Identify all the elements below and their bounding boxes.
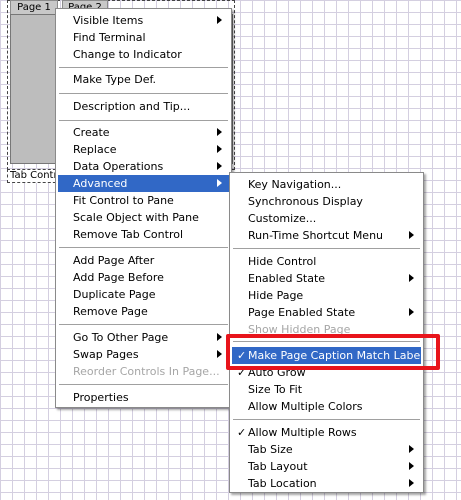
menu-separator bbox=[59, 93, 228, 95]
menu-item-label: Replace bbox=[73, 143, 117, 156]
submenu-arrow-icon bbox=[217, 162, 222, 170]
submenu-arrow-icon bbox=[409, 445, 414, 453]
menu-item-label: Advanced bbox=[73, 177, 128, 190]
menu-separator bbox=[233, 341, 420, 343]
menu-item-tab-size[interactable]: Tab Size bbox=[232, 441, 421, 458]
menu-item-remove-tab-control[interactable]: Remove Tab Control bbox=[73, 228, 184, 241]
tab-control-label: Tab Control bbox=[7, 169, 61, 183]
menu-item-scale-object-with-pane[interactable]: Scale Object with Pane bbox=[73, 211, 199, 224]
menu-item-create[interactable]: Create bbox=[58, 124, 229, 141]
tab-control-page-body[interactable] bbox=[10, 14, 56, 164]
highlight-callout-box bbox=[226, 334, 440, 370]
menu-item-change-to-indicator[interactable]: Change to Indicator bbox=[73, 48, 182, 61]
menu-item-key-navigation[interactable]: Key Navigation... bbox=[248, 178, 342, 191]
menu-item-duplicate-page[interactable]: Duplicate Page bbox=[73, 288, 156, 301]
submenu-arrow-icon bbox=[409, 308, 414, 316]
menu-item-enabled-state[interactable]: Enabled State bbox=[232, 270, 421, 287]
menu-item-label: Run-Time Shortcut Menu bbox=[248, 229, 384, 242]
menu-item-add-page-after[interactable]: Add Page After bbox=[73, 254, 155, 267]
menu-separator bbox=[59, 67, 228, 69]
menu-item-label: Data Operations bbox=[73, 160, 164, 173]
checkmark-icon: ✓ bbox=[237, 366, 247, 379]
checkmark-icon: ✓ bbox=[237, 349, 247, 362]
menu-item-label: Tab Location bbox=[248, 477, 317, 490]
menu-item-label: Make Page Caption Match Label bbox=[248, 349, 424, 362]
tab-page-1[interactable]: Page 1 bbox=[10, 0, 58, 14]
menu-separator bbox=[59, 247, 228, 249]
menu-item-synchronous-display[interactable]: Synchronous Display bbox=[248, 195, 363, 208]
menu-item-label: Allow Multiple Rows bbox=[248, 426, 357, 439]
menu-item-label: Page Enabled State bbox=[248, 306, 356, 319]
menu-item-allow-multiple-colors[interactable]: Allow Multiple Colors bbox=[248, 400, 363, 413]
submenu-arrow-icon bbox=[217, 350, 222, 358]
menu-item-label: Go To Other Page bbox=[73, 331, 169, 344]
context-menu: Visible Items Find Terminal Change to In… bbox=[55, 8, 232, 408]
menu-separator bbox=[233, 248, 420, 250]
menu-item-fit-control-to-pane[interactable]: Fit Control to Pane bbox=[73, 194, 174, 207]
menu-item-show-hidden-page: Show Hidden Page bbox=[248, 323, 351, 336]
menu-item-swap-pages[interactable]: Swap Pages bbox=[58, 346, 229, 363]
menu-item-find-terminal[interactable]: Find Terminal bbox=[73, 31, 146, 44]
menu-item-label: Tab Size bbox=[248, 443, 293, 456]
menu-item-label: Tab Layout bbox=[248, 460, 308, 473]
menu-separator bbox=[59, 120, 228, 122]
menu-item-customize[interactable]: Customize... bbox=[248, 212, 317, 225]
menu-item-remove-page[interactable]: Remove Page bbox=[73, 305, 148, 318]
advanced-submenu: Key Navigation... Synchronous Display Cu… bbox=[229, 172, 424, 493]
menu-item-tab-location[interactable]: Tab Location bbox=[232, 475, 421, 492]
menu-item-hide-page[interactable]: Hide Page bbox=[248, 289, 304, 302]
menu-item-data-operations[interactable]: Data Operations bbox=[58, 158, 229, 175]
menu-item-allow-multiple-rows[interactable]: ✓Allow Multiple Rows bbox=[232, 424, 421, 441]
menu-separator bbox=[59, 384, 228, 386]
menu-item-label: Swap Pages bbox=[73, 348, 139, 361]
menu-item-tab-layout[interactable]: Tab Layout bbox=[232, 458, 421, 475]
submenu-arrow-icon bbox=[217, 333, 222, 341]
menu-item-page-enabled-state[interactable]: Page Enabled State bbox=[232, 304, 421, 321]
menu-item-go-to-other-page[interactable]: Go To Other Page bbox=[58, 329, 229, 346]
menu-item-label: Visible Items bbox=[73, 14, 144, 27]
menu-item-reorder-controls-in-page: Reorder Controls In Page... bbox=[73, 365, 220, 378]
submenu-arrow-icon bbox=[217, 179, 222, 187]
checkmark-icon: ✓ bbox=[237, 426, 247, 439]
menu-item-label: Enabled State bbox=[248, 272, 326, 285]
menu-item-make-page-caption-match-label[interactable]: ✓Make Page Caption Match Label bbox=[232, 347, 424, 364]
menu-item-make-type-def[interactable]: Make Type Def. bbox=[73, 73, 157, 86]
menu-item-description-and-tip[interactable]: Description and Tip... bbox=[73, 100, 191, 113]
menu-item-label: Create bbox=[73, 126, 110, 139]
menu-item-replace[interactable]: Replace bbox=[58, 141, 229, 158]
menu-item-add-page-before[interactable]: Add Page Before bbox=[73, 271, 164, 284]
submenu-arrow-icon bbox=[217, 145, 222, 153]
submenu-arrow-icon bbox=[409, 231, 414, 239]
submenu-arrow-icon bbox=[409, 479, 414, 487]
menu-item-properties[interactable]: Properties bbox=[73, 391, 129, 404]
menu-item-advanced[interactable]: Advanced bbox=[58, 175, 229, 192]
menu-item-run-time-shortcut-menu[interactable]: Run-Time Shortcut Menu bbox=[232, 227, 421, 244]
submenu-arrow-icon bbox=[217, 16, 222, 24]
menu-item-hide-control[interactable]: Hide Control bbox=[248, 255, 317, 268]
menu-separator bbox=[233, 419, 420, 421]
submenu-arrow-icon bbox=[217, 128, 222, 136]
menu-item-size-to-fit[interactable]: Size To Fit bbox=[248, 383, 303, 396]
menu-item-visible-items[interactable]: Visible Items bbox=[58, 12, 229, 29]
submenu-arrow-icon bbox=[409, 462, 414, 470]
menu-separator bbox=[59, 324, 228, 326]
submenu-arrow-icon bbox=[409, 274, 414, 282]
